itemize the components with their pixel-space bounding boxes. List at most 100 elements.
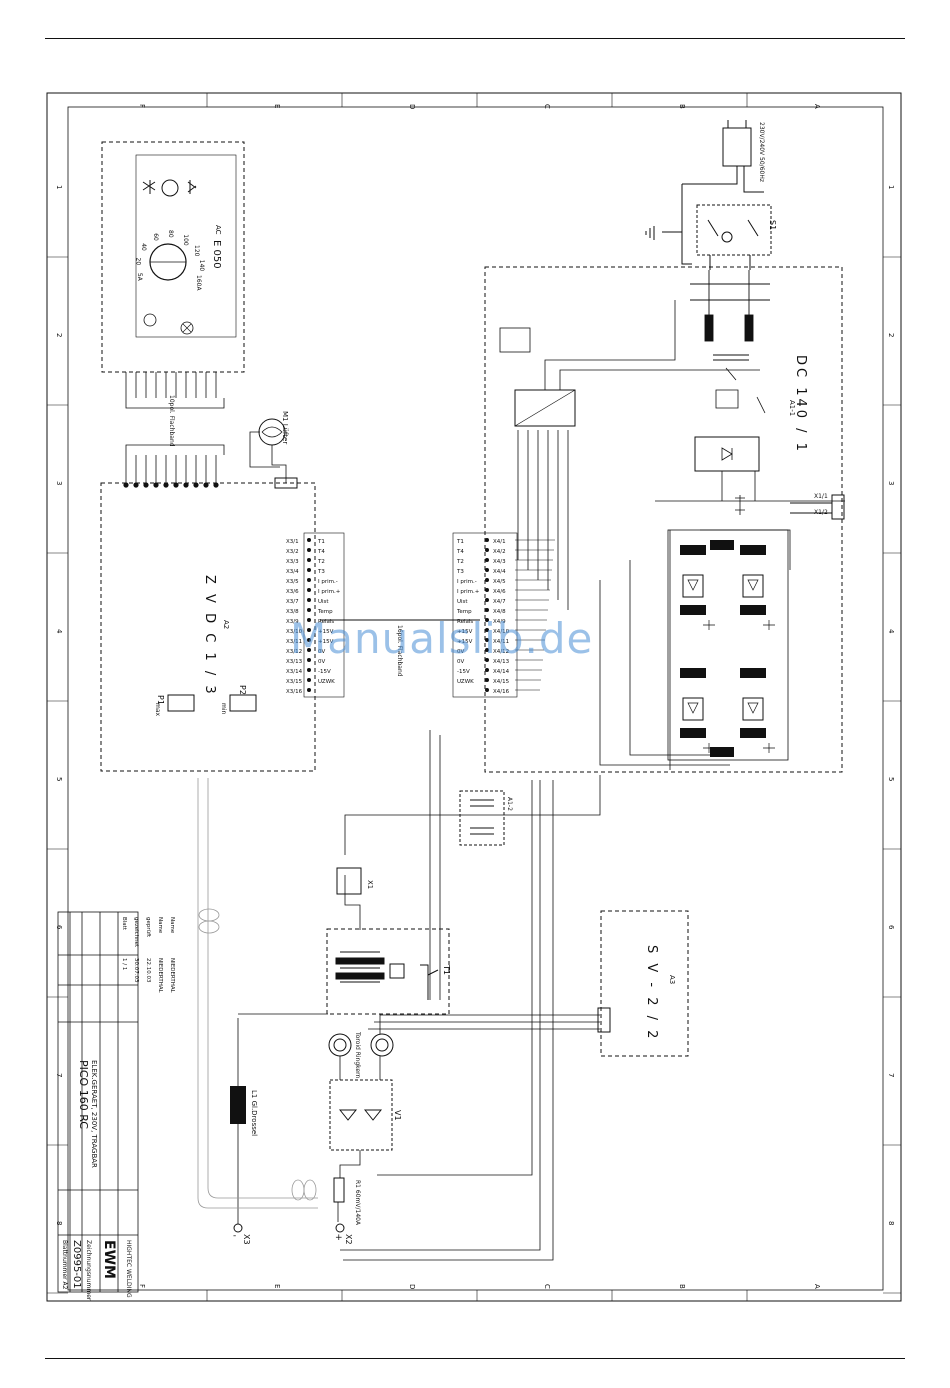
grid-letter-top: F — [138, 104, 146, 108]
fan-icon — [261, 426, 283, 438]
grid-number-right: 5 — [887, 777, 895, 781]
dc-module-box — [484, 266, 843, 773]
x3-terminal-label: X3/11 — [286, 639, 302, 645]
x4-signal-label: T3 — [456, 569, 464, 575]
grid-number-right: 1 — [887, 185, 895, 189]
grid-letter-bottom: F — [138, 1284, 146, 1288]
main-switch — [696, 204, 772, 256]
x4-terminal-label: X4/15 — [493, 679, 510, 685]
x4-signal-label: 0V — [457, 649, 464, 655]
x3-signal-label: T4 — [317, 549, 325, 555]
knob-tick-label: 160A — [195, 275, 202, 291]
sv-module-name: S V - 2 / 2 — [644, 945, 659, 1041]
plus-pole: + — [335, 1233, 343, 1243]
x4-signal-label: T4 — [456, 549, 464, 555]
x4-signal-label: +15V — [457, 639, 473, 645]
knob-tick-label: 120 — [193, 245, 200, 257]
svg-text:16pol. Flachband: 16pol. Flachband — [396, 625, 403, 677]
x4-terminal-label: X4/2 — [493, 549, 506, 555]
title-row-key: geprüft — [145, 917, 151, 938]
svg-text:10pol. Flachband: 10pol. Flachband — [168, 395, 175, 447]
rectifier-label: V1 — [393, 1110, 402, 1121]
minus-pole: - — [233, 1231, 236, 1241]
switch-label: S1 — [768, 220, 777, 230]
x3-terminal-label: X3/13 — [286, 659, 303, 665]
x3-terminal-label: X3/3 — [286, 559, 299, 565]
x3-terminal-label: X3/14 — [286, 669, 303, 675]
sv-module-ref: A3 — [668, 975, 676, 984]
mains-plug — [682, 120, 764, 193]
drawing-no-label: Zeichnungsnummer — [85, 1240, 92, 1301]
mains-label: 230V/240V 50/60Hz — [758, 122, 765, 182]
grid-number-left: 7 — [55, 1073, 63, 1077]
x4-terminal-label: X4/1 — [493, 539, 506, 545]
x3-signal-label: I prim.+ — [318, 589, 341, 595]
watermark: Manualslib.de — [290, 614, 594, 663]
x4-terminal-label: X4/4 — [493, 569, 506, 575]
dc-internal-wiring — [517, 300, 845, 770]
title-row-value: NIEDERTHAL — [157, 958, 163, 994]
p1-label: P1 — [156, 695, 165, 705]
x3-terminal-label: X3/8 — [286, 609, 299, 615]
x3-signal-label: +15V — [318, 639, 334, 645]
x3-terminal-label: X3/9 — [286, 619, 299, 625]
x4-terminal-label: X4/11 — [493, 639, 509, 645]
bottom-rule — [45, 1358, 905, 1359]
sheet-number: Blattnummer A2 — [61, 1240, 68, 1290]
top-rule — [45, 38, 905, 39]
title-row-key: Blatt — [121, 917, 127, 931]
grid-letter-top: D — [408, 104, 416, 109]
capacitor-block — [459, 790, 505, 846]
x3-terminal-label: X3/5 — [286, 579, 299, 585]
ac-panel-face — [135, 154, 237, 338]
p1-max: max — [154, 703, 161, 717]
outer-frame — [46, 92, 902, 1302]
x3-terminal-label: X3/15 — [286, 679, 303, 685]
grid-number-right: 7 — [887, 1073, 895, 1077]
x3-signal-label: Uist — [318, 599, 329, 605]
grid-letter-top: E — [273, 104, 281, 108]
x3-signal-label: I prim.- — [318, 579, 338, 585]
sv-module-box — [600, 910, 689, 1057]
x4-signal-label: T2 — [456, 559, 464, 565]
x2-socket-label: X2 — [344, 1234, 353, 1245]
x3-signal-label: Relais — [318, 619, 334, 625]
transformer-label: T1 — [442, 964, 451, 975]
x4-terminal-label: X4/13 — [493, 659, 510, 665]
title-row-value: NIEDERTHAL — [169, 958, 175, 994]
x4-terminal-label: X4/8 — [493, 609, 506, 615]
x4-terminal-label: X4/3 — [493, 559, 506, 565]
x3-signal-label: -15V — [318, 669, 331, 675]
x4-signal-label: Relais — [457, 619, 473, 625]
x3-socket-label: X3 — [242, 1234, 251, 1245]
control-header-top — [274, 477, 298, 489]
igbt-bridge — [667, 529, 789, 761]
p2-min: min — [220, 703, 227, 715]
title-row-key: Name — [169, 917, 175, 934]
grid-letter-bottom: D — [408, 1284, 416, 1289]
x3-signal-label: 0V — [318, 659, 325, 665]
x3-terminal-label: X3/16 — [286, 689, 303, 695]
grid-number-left: 6 — [55, 925, 63, 930]
grid-number-left: 8 — [55, 1221, 63, 1225]
power-lamp-icon — [143, 313, 157, 327]
grid-number-left: 5 — [55, 777, 63, 781]
grid-letter-bottom: B — [678, 1284, 686, 1289]
grid-number-right: 2 — [887, 333, 895, 337]
relay — [499, 327, 531, 353]
knob-tick-label: 60 — [152, 233, 159, 241]
x3-terminal-label: X3/2 — [286, 549, 299, 555]
emc-filter — [690, 270, 770, 361]
title-row-value: 22.10.03 — [145, 958, 151, 983]
grid-number-right: 6 — [887, 925, 895, 930]
brand-sub: HIGHTEC WELDING — [125, 1240, 132, 1298]
x4-terminal-label: X4/6 — [493, 589, 506, 595]
title-block — [57, 911, 139, 1293]
title-row-key: Name — [157, 917, 163, 934]
grid-letter-bottom: E — [273, 1284, 281, 1288]
process-icons — [142, 179, 197, 197]
